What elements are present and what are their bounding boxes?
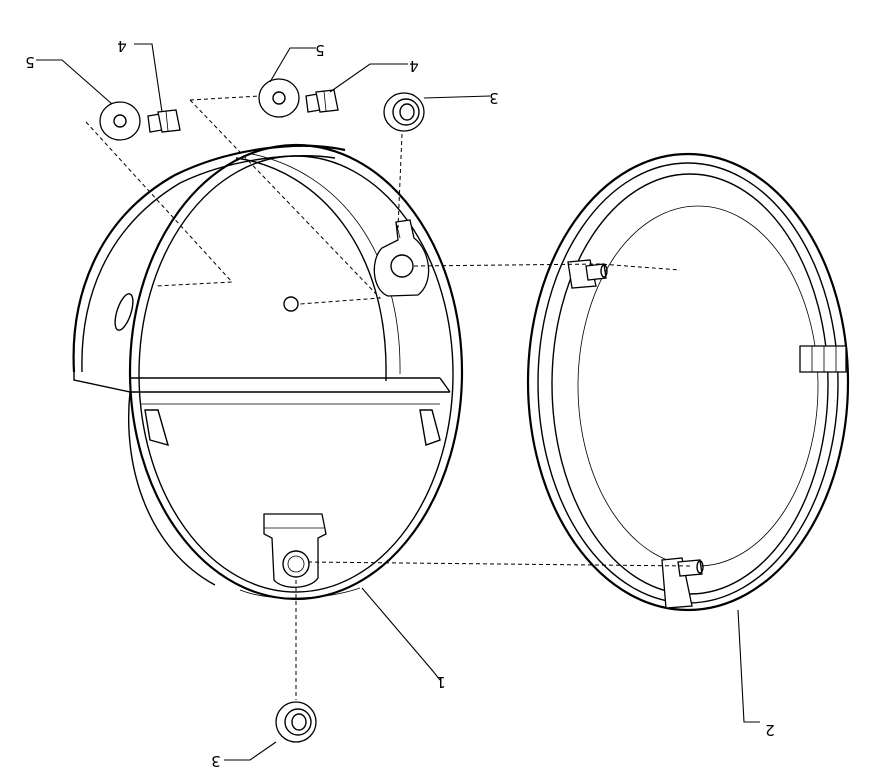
housing-lower-mounting-tab [263,513,327,588]
rim-upper-bracket-pin [567,259,608,289]
callout-4-left: 4 [117,37,127,55]
callout-3-lower: 3 [211,752,221,770]
assembly-dashed-lines [85,95,691,700]
callout-2: 2 [765,721,775,739]
callout-1: 1 [436,673,446,691]
part-4-bolt-right [305,89,339,113]
rim-lower-bracket-pin [661,557,704,609]
part-5-washer-right [258,78,300,118]
callout-labels: 1 2 3 3 4 4 5 5 [25,37,775,770]
callout-5-right: 5 [315,41,325,59]
callout-3-upper: 3 [489,89,499,107]
part-1-housing-shell [72,143,464,601]
part-4-bolt-left [147,109,181,133]
callout-5-left: 5 [25,53,35,71]
callout-4-right: 4 [409,57,419,75]
part-3-grommet-upper [383,92,425,132]
part-3-grommet-lower [275,701,317,743]
callout-leader-lines [36,43,760,761]
housing-upper-mounting-tab [373,219,430,297]
part-5-washer-left [99,101,141,141]
part-2-front-rim [526,152,850,612]
